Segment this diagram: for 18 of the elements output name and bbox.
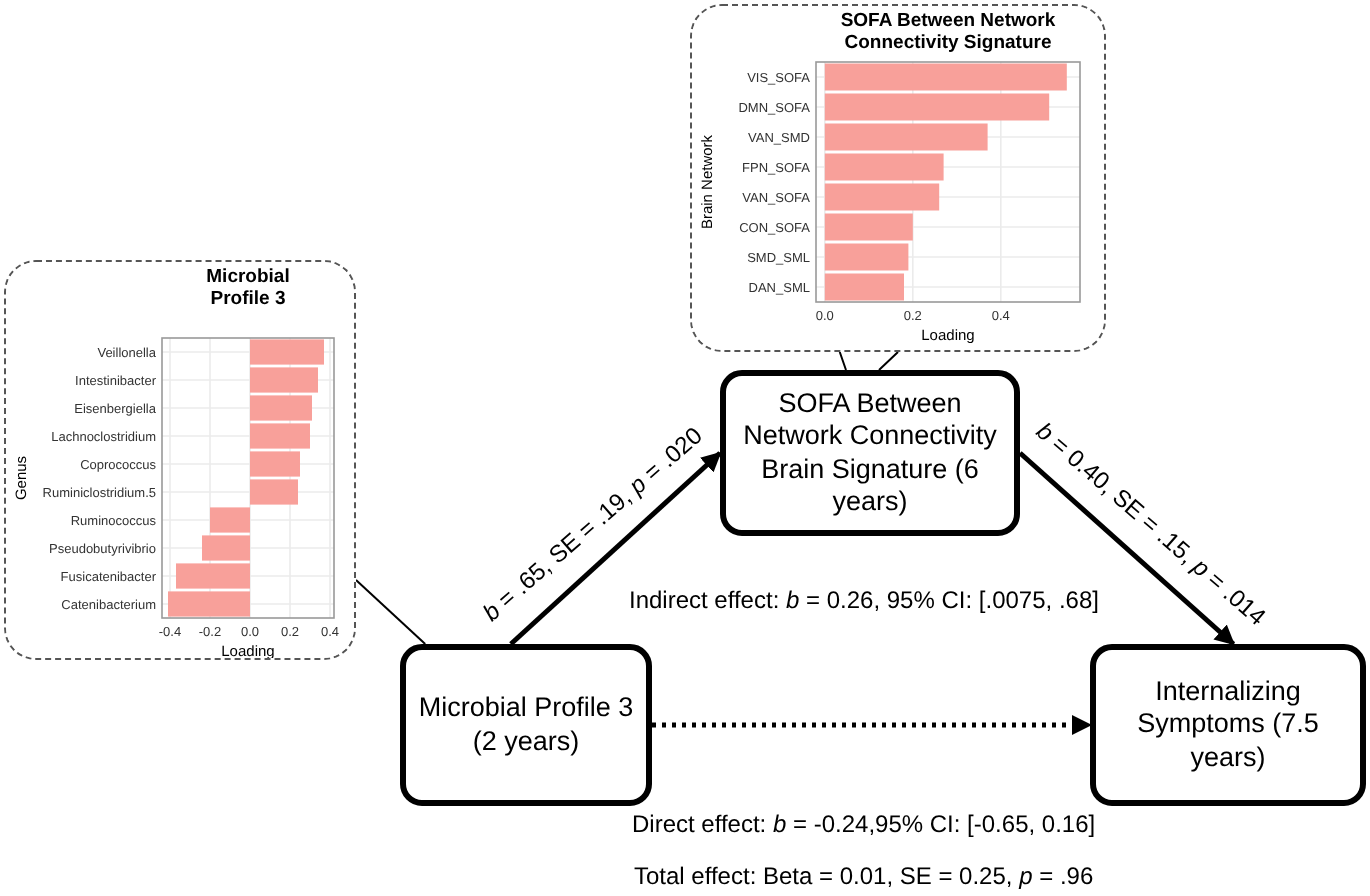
chart-panel xyxy=(4,260,356,660)
chart-title: SOFA Between Network Connectivity Signature xyxy=(838,12,1058,56)
effect-note: Direct effect: b = -0.24,95% CI: [-0.65, 0.16] xyxy=(632,810,1096,838)
arrow xyxy=(509,451,722,646)
leader-line xyxy=(355,579,427,645)
leader-line xyxy=(838,351,899,371)
box-label: SOFA Between Network Connectivity Brain Signature (6 years) xyxy=(741,388,999,518)
variable-box xyxy=(400,644,652,806)
arrow xyxy=(1018,451,1236,646)
chart-title: Microbial Profile 3 xyxy=(204,268,292,312)
box-label: Microbial Profile 3 (2 years) xyxy=(416,692,636,758)
variable-box xyxy=(720,370,1020,536)
chart-panel xyxy=(690,4,1106,352)
variable-box xyxy=(1090,644,1366,806)
box-label: Internalizing Symptoms (7.5 years) xyxy=(1135,676,1321,774)
effect-note: Total effect: Beta = 0.01, SE = 0.25, p = .96 xyxy=(634,862,1094,890)
effect-note: Indirect effect: b = 0.26, 95% CI: [.0075, .68] xyxy=(629,586,1099,614)
arrow xyxy=(652,715,1092,735)
